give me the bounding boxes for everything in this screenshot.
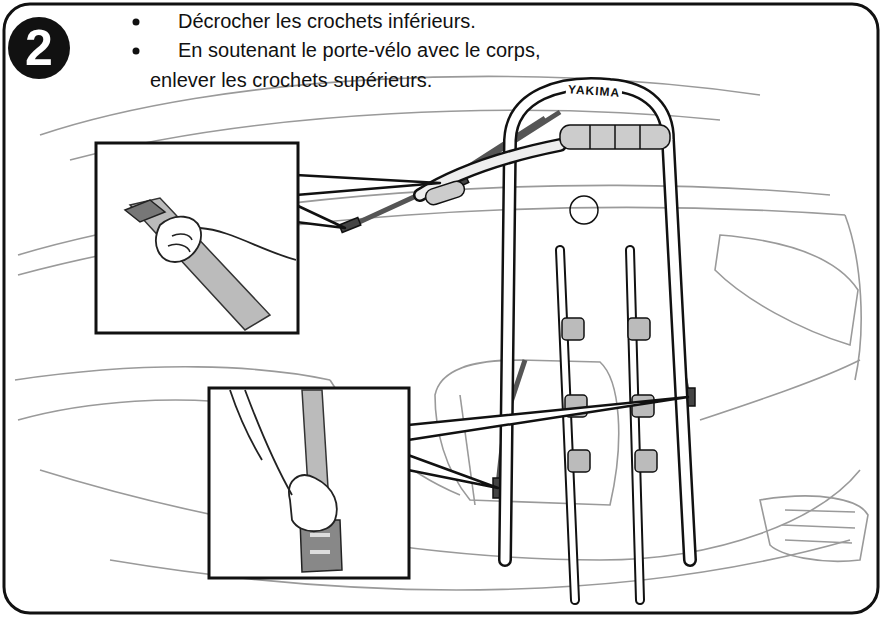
clips [562, 318, 657, 472]
step-number: 2 [8, 17, 70, 79]
bullet-dot [133, 19, 140, 26]
instruction-text: Décrocher les crochets inférieurs. [150, 6, 670, 36]
hand-lower [230, 390, 342, 572]
car-outline [15, 76, 868, 590]
cradles [424, 125, 670, 224]
detail-inset [96, 143, 298, 333]
brand-name: YAKIMA [566, 82, 623, 100]
panel-frame [4, 4, 878, 613]
hand-upper [125, 198, 296, 330]
step-number-text: 2 [25, 23, 53, 73]
detail-inset [209, 388, 409, 578]
bike-rack [420, 84, 690, 600]
bullet-dot [133, 48, 140, 55]
instruction-text: En soutenant le porte-vélo avec le corps… [150, 35, 570, 95]
